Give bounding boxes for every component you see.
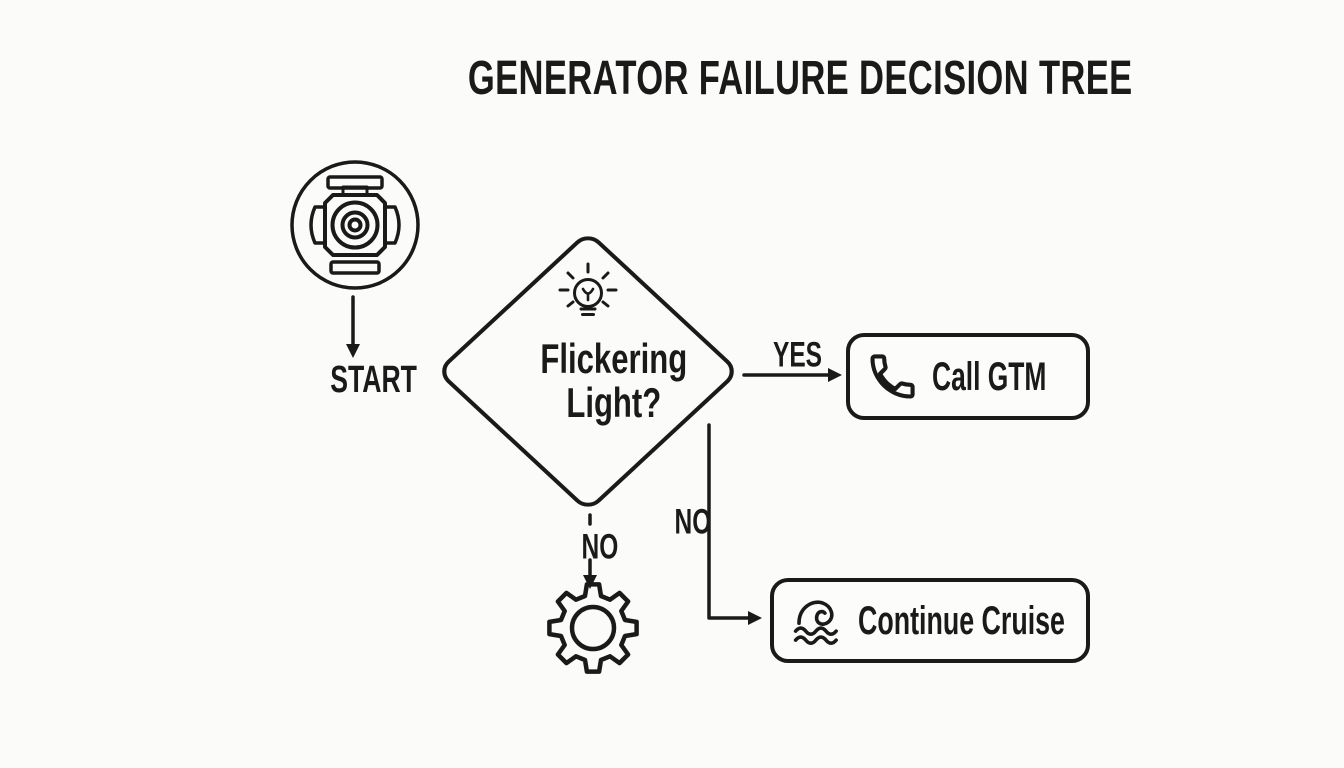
gear-icon <box>547 582 639 674</box>
lightbulb-icon <box>558 262 618 316</box>
no-down-arrow <box>583 513 597 589</box>
wave-icon <box>793 599 838 645</box>
decision-question-line2: Light? <box>566 379 662 426</box>
yes-arrow <box>742 368 842 382</box>
continue-cruise-label: Continue Cruise <box>858 598 1065 643</box>
phone-icon <box>870 353 915 399</box>
decision-question-line1: Flickering <box>540 335 688 382</box>
page-title: GENERATOR FAILURE DECISION TREE <box>467 52 1133 105</box>
start-node-circle <box>290 160 420 290</box>
yes-branch-label: YES <box>772 335 823 375</box>
decision-question: Flickering Light? <box>540 337 687 425</box>
call-gtm-label: Call GTM <box>932 354 1047 399</box>
start-label: START <box>330 359 417 401</box>
no-right-arrow <box>707 423 762 625</box>
no-down-branch-label: NO <box>581 527 619 567</box>
no-right-branch-label: NO <box>674 502 712 542</box>
call-gtm-node: Call GTM <box>846 333 1090 420</box>
generator-icon <box>309 175 401 275</box>
continue-cruise-node: Continue Cruise <box>770 578 1090 663</box>
decision-diamond <box>442 236 734 507</box>
start-arrow <box>346 295 360 358</box>
